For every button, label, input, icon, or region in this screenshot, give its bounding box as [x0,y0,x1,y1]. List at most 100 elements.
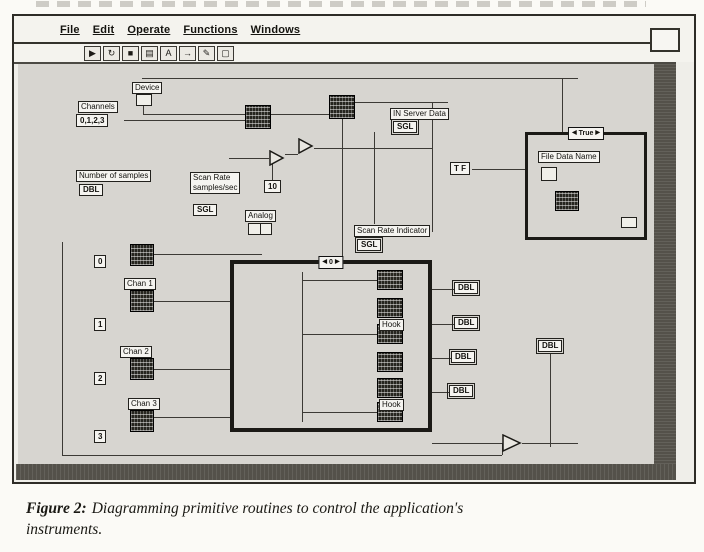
wire [302,334,377,335]
loop-index-value: 0 [329,259,333,266]
scan-rate-indicator-label: Scan Rate Indicator [354,225,431,237]
menu-windows[interactable]: Windows [250,24,301,36]
wire [432,324,454,325]
ai-read-node-icon[interactable] [329,95,355,119]
loop-node-icon-1[interactable] [377,298,403,318]
dbl-indicator-far[interactable]: DBL [535,338,565,354]
number-of-samples-label: Number of samples [76,170,152,182]
run-icon[interactable]: ▶ [84,46,101,61]
menu-functions[interactable]: Functions [183,24,238,36]
wire [314,148,432,149]
channel-node-icon-2[interactable] [130,358,154,380]
loop-index-selector[interactable]: ◀ 0 ▶ [318,256,344,269]
wire [143,106,144,114]
mode-icon[interactable]: ▤ [141,46,158,61]
dbl-indicator-2[interactable]: DBL [448,349,478,365]
menu-bar: File Edit Operate Functions Windows [14,24,654,44]
channel-constant-3[interactable]: 3 [94,430,107,443]
multiply-function-icon[interactable] [298,138,314,154]
channel-node-icon-1[interactable] [130,290,154,312]
file-path-control[interactable] [541,167,557,181]
boolean-constant[interactable]: T F [450,162,470,175]
edit-pencil-icon[interactable]: ✎ [198,46,215,61]
stop-icon[interactable]: ■ [122,46,139,61]
align-icon[interactable]: → [179,46,196,61]
chan2-label: Chan 2 [120,346,152,358]
analog-control[interactable] [248,223,272,235]
ten-constant[interactable]: 10 [264,180,281,193]
dbl-indicator-3[interactable]: DBL [446,383,476,399]
scan-rate-indicator-type[interactable]: SGL [354,237,384,253]
wire [143,114,261,115]
scan-rate-label-line1: Scan Rate [193,173,231,182]
wire [355,102,448,103]
channels-value[interactable]: 0,1,2,3 [76,114,109,127]
channel-node-icon-3[interactable] [130,410,154,432]
divide-function-icon[interactable] [269,150,285,166]
cropped-text-remnant [36,1,646,7]
figure-caption-text: Diagramming primitive routines to contro… [26,500,464,538]
dbl-indicator-1[interactable]: DBL [451,315,481,331]
loop-structure[interactable]: ◀ 0 ▶ [230,256,432,432]
window-control-button[interactable] [650,28,680,52]
wire [562,78,563,132]
ai-config-node-icon[interactable] [245,105,271,129]
block-diagram: Device Channels 0,1,2,3 IN Server Data S… [18,64,654,464]
channel-constant-2[interactable]: 2 [94,372,107,385]
wire [154,417,230,418]
case-output-terminal[interactable] [621,217,637,228]
wire [472,169,525,170]
case-selector[interactable]: ◀ True ▶ [567,127,605,140]
case-prev-icon[interactable]: ◀ [571,130,577,136]
device-label: Device [132,82,163,94]
loop-node-icon-4[interactable] [377,378,403,398]
wire [374,132,375,224]
in-server-data-label: IN Server Data [390,108,449,120]
write-file-node-icon[interactable] [555,191,579,211]
continuous-run-icon[interactable]: ↻ [103,46,120,61]
wire [302,272,303,422]
wire [432,358,451,359]
wire [432,443,502,444]
scan-rate-type[interactable]: SGL [193,204,218,216]
loop-next-icon[interactable]: ▶ [334,259,340,265]
file-data-name-label: File Data Name [538,151,600,163]
menu-edit[interactable]: Edit [92,24,115,36]
case-next-icon[interactable]: ▶ [595,130,601,136]
scan-rate-label-line2: samples/sec [193,183,238,192]
labview-window: File Edit Operate Functions Windows ▶ ↻ … [12,14,696,484]
case-selector-label: True [578,130,594,137]
wire [124,120,261,121]
hook-label-2: Hook [379,399,404,411]
wire [154,254,262,255]
wire [522,443,578,444]
wire [272,164,273,180]
dbl-indicator-0[interactable]: DBL [451,280,481,296]
wire [142,78,578,79]
wire [550,354,551,447]
loop-prev-icon[interactable]: ◀ [322,259,328,265]
chan1-label: Chan 1 [124,278,156,290]
channel-node-icon-0[interactable] [130,244,154,266]
toolbar-divider [14,62,676,64]
figure-caption-number: Figure 2: [26,500,87,517]
channel-constant-0[interactable]: 0 [94,255,107,268]
font-icon[interactable]: A [160,46,177,61]
loop-node-icon-3[interactable] [377,352,403,372]
menu-operate[interactable]: Operate [127,24,171,36]
case-structure[interactable]: ◀ True ▶ File Data Name [525,127,647,240]
wire [62,455,502,456]
device-control[interactable] [136,94,152,106]
analog-label: Analog [245,210,276,222]
wire [285,154,298,155]
loop-node-icon-0[interactable] [377,270,403,290]
in-server-type-indicator[interactable]: SGL [390,119,420,135]
build-array-function-icon[interactable] [502,434,522,452]
wire [432,289,454,290]
menu-file[interactable]: File [60,24,80,36]
blank-tool-icon[interactable]: ▢ [217,46,234,61]
analog-control-divider [260,224,261,234]
number-of-samples-type[interactable]: DBL [79,184,104,196]
channel-constant-1[interactable]: 1 [94,318,107,331]
wire [62,242,63,455]
